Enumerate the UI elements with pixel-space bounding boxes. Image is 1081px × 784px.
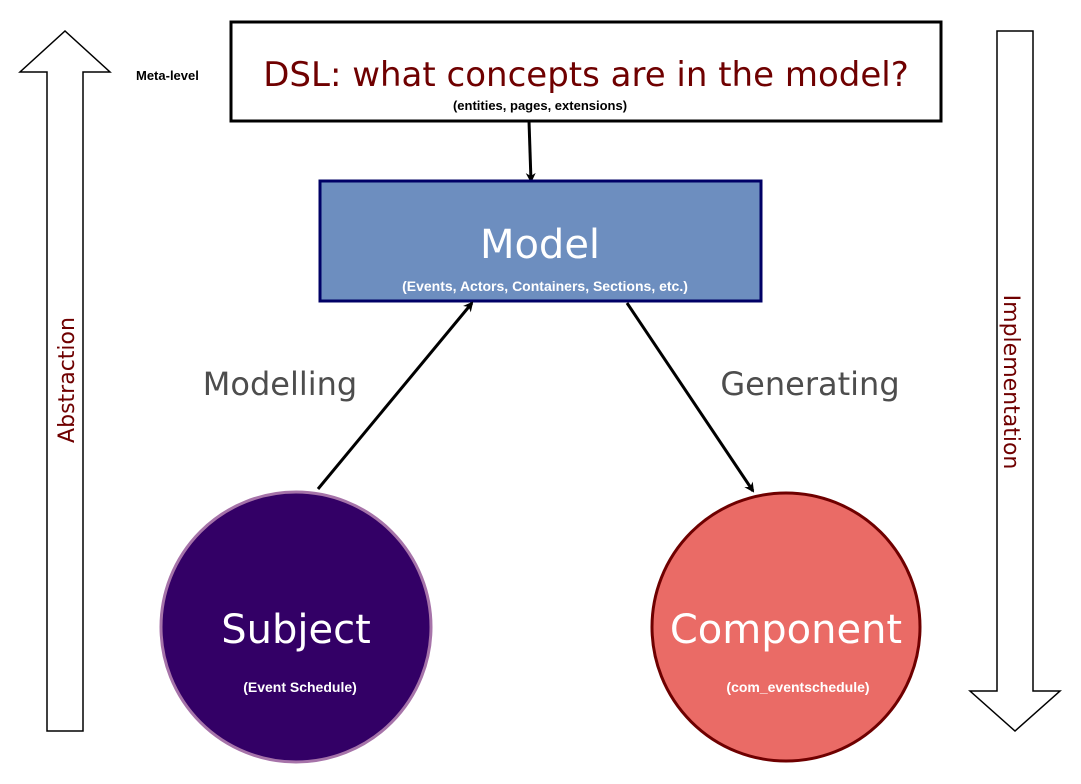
subject-node[interactable]: Subject (Event Schedule) (159, 490, 433, 764)
implementation-arrow: Implementation (968, 30, 1062, 733)
generating-label: Generating (720, 365, 899, 403)
model-subtitle: (Events, Actors, Containers, Sections, e… (402, 278, 688, 294)
abstraction-label: Abstraction (55, 317, 80, 443)
dsl-subtitle: (entities, pages, extensions) (453, 98, 627, 113)
modelling-arrow (316, 301, 474, 490)
abstraction-arrow: Abstraction (18, 29, 112, 732)
component-node[interactable]: Component (com_eventschedule) (650, 491, 922, 763)
implementation-label: Implementation (998, 295, 1023, 470)
dsl-title: DSL: what concepts are in the model? (263, 55, 909, 95)
model-box[interactable]: Model (Events, Actors, Containers, Secti… (318, 179, 763, 303)
subject-title: Subject (221, 607, 371, 653)
dsl-box[interactable]: DSL: what concepts are in the model? (en… (229, 20, 943, 123)
generating-arrow (625, 302, 755, 493)
model-title: Model (480, 222, 600, 268)
component-title: Component (670, 607, 902, 653)
dsl-to-model-arrow (525, 120, 536, 183)
meta-level-label: Meta-level (136, 68, 199, 83)
arrow-down-icon (968, 30, 1062, 733)
subject-subtitle: (Event Schedule) (243, 679, 357, 695)
component-subtitle: (com_eventschedule) (726, 679, 869, 695)
arrow-up-icon (18, 29, 112, 732)
modelling-label: Modelling (203, 365, 357, 403)
